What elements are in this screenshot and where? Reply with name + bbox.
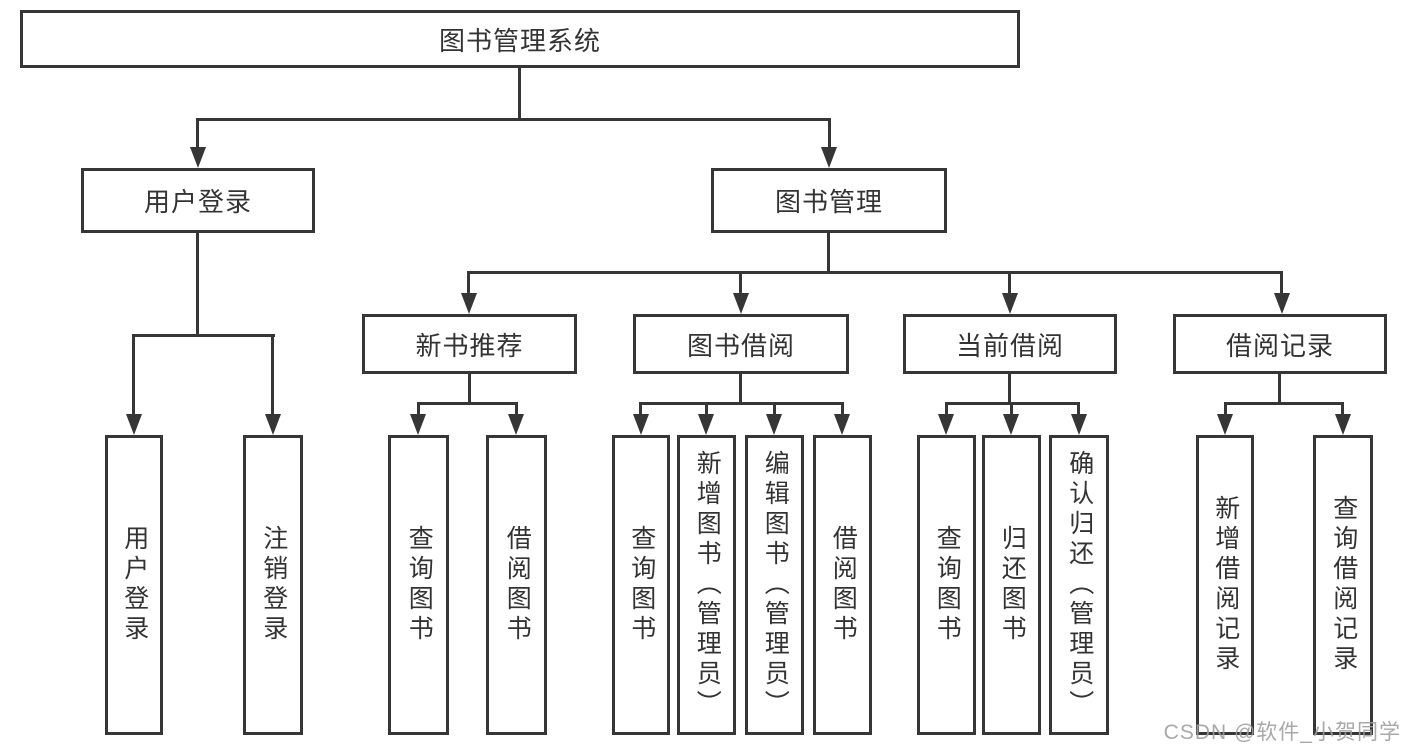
leaf-edit-book-admin-label: 编辑图书（管理员） <box>761 450 790 720</box>
node-borrow-records-label: 借阅记录 <box>1225 330 1334 361</box>
leaf-add-book-admin: 新增图书（管理员） <box>677 435 736 735</box>
node-book-management: 图书管理 <box>711 168 947 233</box>
node-borrow-records: 借阅记录 <box>1173 314 1387 374</box>
arrow-down-icon <box>733 293 749 314</box>
node-user-login-label: 用户登录 <box>143 187 252 217</box>
node-current-borrow: 当前借阅 <box>903 314 1117 374</box>
leaf-add-borrow-record: 新增借阅记录 <box>1196 435 1254 735</box>
connector-stem <box>739 372 742 404</box>
connector-branch <box>196 118 831 121</box>
connector-drop <box>945 402 948 417</box>
connector-drop <box>271 334 274 416</box>
connector-stem <box>196 231 199 337</box>
leaf-logout-label: 注销登录 <box>259 525 288 645</box>
connector-drop <box>841 402 844 417</box>
connector-stem <box>1278 372 1281 404</box>
leaf-query-books-recommend-label: 查询图书 <box>405 525 434 645</box>
node-new-book-recommend: 新书推荐 <box>362 314 577 374</box>
arrow-down-icon <box>633 414 649 435</box>
leaf-query-books-current: 查询图书 <box>917 435 976 735</box>
leaf-borrow-books-borrow-label: 借阅图书 <box>829 525 858 645</box>
connector-drop <box>705 402 708 417</box>
arrow-down-icon <box>766 414 782 435</box>
connector-drop <box>1010 402 1013 417</box>
node-book-borrow-label: 图书借阅 <box>686 330 795 361</box>
node-current-borrow-label: 当前借阅 <box>955 330 1064 361</box>
arrow-down-icon <box>190 147 206 168</box>
arrow-down-icon <box>698 414 714 435</box>
leaf-return-books-label: 归还图书 <box>998 525 1027 645</box>
connector-branch <box>1224 402 1344 405</box>
connector-drop <box>467 271 470 296</box>
leaf-query-borrow-record: 查询借阅记录 <box>1313 435 1373 735</box>
arrow-down-icon <box>461 293 477 314</box>
arrow-down-icon <box>834 414 850 435</box>
connector-drop <box>1224 402 1227 417</box>
connector-drop <box>132 334 135 416</box>
arrow-down-icon <box>126 414 142 435</box>
connector-drop <box>773 402 776 417</box>
leaf-query-books-current-label: 查询图书 <box>933 525 962 645</box>
node-root: 图书管理系统 <box>20 10 1020 68</box>
arrow-down-icon <box>1274 293 1290 314</box>
connector-drop <box>1008 271 1011 296</box>
node-root-label: 图书管理系统 <box>438 25 601 56</box>
connector-branch <box>639 402 844 405</box>
leaf-user-login-label: 用户登录 <box>120 525 149 645</box>
arrow-down-icon <box>938 414 954 435</box>
leaf-logout: 注销登录 <box>243 435 303 735</box>
connector-drop <box>515 402 518 417</box>
leaf-add-borrow-record-label: 新增借阅记录 <box>1211 495 1240 675</box>
arrow-down-icon <box>265 414 281 435</box>
connector-drop <box>1280 271 1283 296</box>
arrow-down-icon <box>1002 293 1018 314</box>
leaf-query-books-recommend: 查询图书 <box>388 435 449 735</box>
csdn-watermark: CSDN @软件_小贺同学 <box>1163 721 1401 744</box>
arrow-down-icon <box>1335 414 1351 435</box>
arrow-down-icon <box>410 414 426 435</box>
connector-branch <box>467 271 1283 274</box>
leaf-return-books: 归还图书 <box>982 435 1041 735</box>
node-book-borrow: 图书借阅 <box>633 314 849 374</box>
connector-branch <box>417 402 518 405</box>
connector-drop <box>739 271 742 296</box>
connector-drop <box>417 402 420 417</box>
leaf-query-borrow-record-label: 查询借阅记录 <box>1329 495 1358 675</box>
leaf-confirm-return-admin: 确认归还（管理员） <box>1049 435 1109 735</box>
connector-stem <box>1008 372 1011 404</box>
leaf-user-login: 用户登录 <box>105 435 163 735</box>
arrow-down-icon <box>1003 414 1019 435</box>
arrow-down-icon <box>1217 414 1233 435</box>
node-book-management-label: 图书管理 <box>774 187 883 217</box>
leaf-borrow-books-borrow: 借阅图书 <box>813 435 872 735</box>
leaf-add-book-admin-label: 新增图书（管理员） <box>693 450 722 720</box>
connector-branch <box>132 334 275 337</box>
leaf-query-books-borrow-label: 查询图书 <box>627 525 656 645</box>
connector-stem <box>827 231 830 274</box>
node-new-book-recommend-label: 新书推荐 <box>415 330 524 361</box>
connector-drop <box>1077 402 1080 417</box>
arrow-down-icon <box>821 147 837 168</box>
connector-stem <box>518 66 521 120</box>
arrow-down-icon <box>508 414 524 435</box>
leaf-confirm-return-admin-label: 确认归还（管理员） <box>1065 450 1094 720</box>
node-user-login: 用户登录 <box>81 168 315 233</box>
leaf-edit-book-admin: 编辑图书（管理员） <box>745 435 804 735</box>
connector-stem <box>468 372 471 404</box>
leaf-query-books-borrow: 查询图书 <box>612 435 670 735</box>
connector-drop <box>196 118 199 150</box>
arrow-down-icon <box>1071 414 1087 435</box>
leaf-borrow-books-recommend-label: 借阅图书 <box>503 525 532 645</box>
connector-drop <box>828 118 831 150</box>
connector-drop <box>1341 402 1344 417</box>
leaf-borrow-books-recommend: 借阅图书 <box>486 435 547 735</box>
connector-drop <box>639 402 642 417</box>
